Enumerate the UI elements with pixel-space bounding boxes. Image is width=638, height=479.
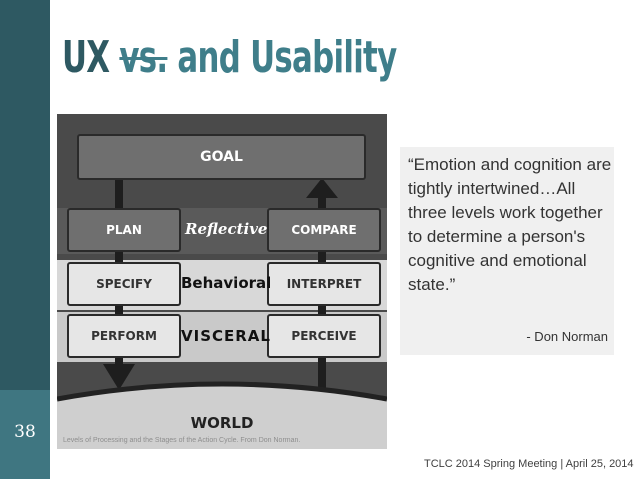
goal-label: GOAL — [200, 149, 243, 165]
left-arrow-head — [103, 364, 135, 390]
specify-label: SPECIFY — [96, 277, 152, 291]
right-arrow-head — [306, 178, 338, 198]
plan-label: PLAN — [106, 223, 142, 237]
compare-box: COMPARE — [267, 208, 381, 252]
quote-box: “Emotion and cognition are tightly inter… — [400, 147, 614, 355]
specify-box: SPECIFY — [67, 262, 181, 306]
quote-attribution: - Don Norman — [526, 329, 608, 344]
title-struck-vs: vs. — [119, 32, 168, 83]
interpret-box: INTERPRET — [267, 262, 381, 306]
plan-box: PLAN — [67, 208, 181, 252]
perceive-label: PERCEIVE — [291, 329, 357, 343]
goal-box: GOAL — [77, 134, 366, 180]
footer-text: TCLC 2014 Spring Meeting | April 25, 201… — [424, 458, 634, 470]
level-reflective: Reflective — [185, 220, 268, 238]
perform-label: PERFORM — [91, 329, 157, 343]
level-visceral: VISCERAL — [181, 327, 271, 345]
level-behavioral: Behavioral — [181, 274, 272, 292]
levels-of-processing-diagram: GOAL PLAN SPECIFY PERFORM COMPARE INTERP… — [57, 114, 387, 449]
perceive-box: PERCEIVE — [267, 314, 381, 358]
title-part-ux: UX — [62, 32, 110, 83]
world-ground — [57, 384, 387, 449]
compare-label: COMPARE — [291, 223, 357, 237]
diagram-caption: Levels of Processing and the Stages of t… — [63, 437, 301, 444]
page-number-box — [0, 390, 50, 479]
world-label: WORLD — [190, 414, 254, 432]
slide-title: UX vs. and Usability — [62, 28, 397, 88]
interpret-label: INTERPRET — [286, 277, 362, 291]
perform-box: PERFORM — [67, 314, 181, 358]
slide-sidebar: 38 — [0, 0, 50, 479]
world-ground-edge — [57, 381, 387, 402]
title-part-usability: and Usability — [177, 32, 397, 83]
page-number: 38 — [14, 422, 36, 442]
quote-text: “Emotion and cognition are tightly inter… — [408, 155, 612, 294]
